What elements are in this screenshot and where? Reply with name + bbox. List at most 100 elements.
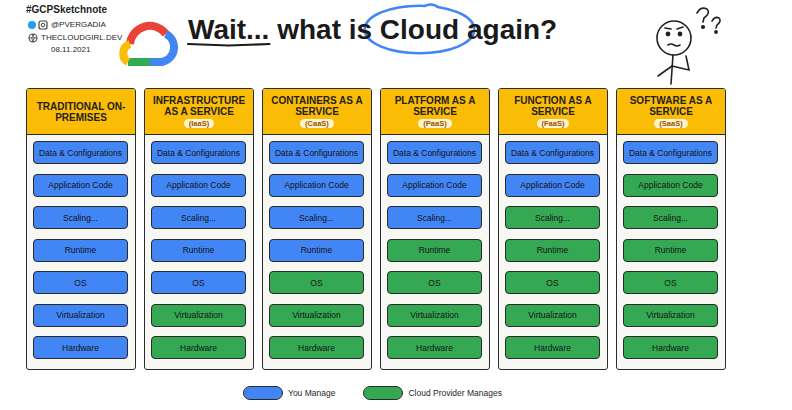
legend-text: Cloud Provider Manages (408, 388, 502, 398)
column-heading: TRADITIONAL ON-PREMISES (31, 101, 131, 123)
layer-label: OS (428, 278, 440, 288)
google-cloud-logo (123, 26, 174, 62)
globe-icon (29, 34, 37, 42)
legend: You Manage Cloud Provider Manages (243, 386, 530, 400)
layer-box: Virtualization (623, 304, 718, 327)
service-column: INFRASTRUCTURE AS A SERVICE (IaaS) Data & … (144, 88, 254, 370)
column-header: INFRASTRUCTURE AS A SERVICE (IaaS) (145, 89, 253, 135)
layer-label: Runtime (183, 245, 215, 255)
layer-box: Application Code (623, 174, 718, 197)
column-header: FUNCTION AS A SERVICE (FaaS) (499, 89, 607, 135)
layer-box: Data & Configurations (623, 141, 718, 164)
figure-eye (678, 32, 681, 35)
layer-label: Application Code (284, 180, 348, 190)
layer-box: Scaling... (387, 206, 482, 229)
layer-box: OS (623, 271, 718, 294)
layer-label: Hardware (416, 343, 453, 353)
layer-box: OS (151, 271, 246, 294)
logo-arc (130, 26, 166, 44)
layer-box: Hardware (269, 336, 364, 359)
layer-box: Application Code (33, 174, 128, 197)
figure-arm (672, 56, 689, 70)
layer-box: Scaling... (269, 206, 364, 229)
question-mark (697, 8, 708, 22)
legend-text: You Manage (288, 388, 335, 398)
layer-label: Scaling... (653, 213, 688, 223)
layer-label: Application Code (166, 180, 230, 190)
layer-box: Hardware (387, 336, 482, 359)
instagram-icon (39, 21, 47, 29)
twitter-icon (28, 21, 36, 29)
layer-box: Runtime (623, 239, 718, 262)
layer-label: Application Code (520, 180, 584, 190)
figure-arm (658, 66, 672, 76)
layer-box: Data & Configurations (151, 141, 246, 164)
layer-label: Hardware (298, 343, 335, 353)
layer-box: OS (387, 271, 482, 294)
layer-box: Data & Configurations (269, 141, 364, 164)
layer-label: Hardware (180, 343, 217, 353)
layer-box: Application Code (505, 174, 600, 197)
layer-label: Application Code (638, 180, 702, 190)
service-column: SOFTWARE AS A SERVICE(SaaS)Data & Config… (616, 88, 726, 370)
layer-label: OS (546, 278, 558, 288)
layer-label: Virtualization (56, 310, 105, 320)
instagram-icon (41, 23, 45, 27)
layer-box: Virtualization (269, 304, 364, 327)
layer-box: Application Code (151, 174, 246, 197)
legend-swatch (243, 386, 283, 400)
layer-box: Hardware (505, 336, 600, 359)
logo-arc (123, 44, 130, 62)
page-title: Wait... what is Cloud again? (188, 14, 557, 46)
layer-box: Data & Configurations (387, 141, 482, 164)
layer-label: Data & Configurations (511, 148, 594, 158)
layer-label: Virtualization (292, 310, 341, 320)
layer-box: Application Code (387, 174, 482, 197)
layer-label: Scaling... (299, 213, 334, 223)
layer-label: Data & Configurations (157, 148, 240, 158)
layer-box: Virtualization (387, 304, 482, 327)
question-mark (702, 26, 705, 29)
service-column: TRADITIONAL ON-PREMISESData & Configurat… (26, 88, 136, 370)
figure-head (657, 21, 691, 55)
layer-label: Runtime (301, 245, 333, 255)
layer-label: Data & Configurations (275, 148, 358, 158)
service-abbreviation: (IaaS) (184, 119, 214, 128)
header-label: THECLOUDGIRL.DEV (41, 33, 122, 42)
legend-item: You Manage (243, 386, 335, 400)
service-column: CONTAINERS AS A SERVICE(CaaS)Data & Conf… (262, 88, 372, 370)
layer-label: Virtualization (174, 310, 223, 320)
service-abbreviation: (SaaS) (654, 119, 687, 128)
service-abbreviation: (FaaS) (537, 119, 570, 128)
layer-label: Hardware (534, 343, 571, 353)
layer-label: OS (310, 278, 322, 288)
service-column: FUNCTION AS A SERVICE (FaaS) Data & Config… (498, 88, 608, 370)
layer-box: Virtualization (33, 304, 128, 327)
layer-label: Runtime (537, 245, 569, 255)
column-heading: CONTAINERS AS A SERVICE (267, 95, 367, 117)
service-column: PLATFORM AS A SERVICE(PaaS)Data & Config… (380, 88, 490, 370)
column-heading: INFRASTRUCTURE AS A SERVICE (149, 95, 249, 117)
layer-box: Scaling... (33, 206, 128, 229)
layer-label: Scaling... (535, 213, 570, 223)
layer-label: Runtime (65, 245, 97, 255)
layer-label: Scaling... (181, 213, 216, 223)
layer-box: OS (269, 271, 364, 294)
figure-body (671, 55, 673, 84)
layer-label: Data & Configurations (629, 148, 712, 158)
layer-label: Application Code (48, 180, 112, 190)
logo-arc (150, 34, 174, 62)
layer-box: Runtime (151, 239, 246, 262)
layer-box: Application Code (269, 174, 364, 197)
question-mark (715, 31, 717, 33)
legend-swatch (363, 386, 403, 400)
layer-label: Scaling... (417, 213, 452, 223)
figure-mouth (668, 44, 680, 46)
figure-eye (666, 32, 669, 35)
layer-label: Virtualization (410, 310, 459, 320)
layer-box: Runtime (505, 239, 600, 262)
figure-brow (665, 27, 683, 29)
layer-label: Runtime (419, 245, 451, 255)
column-heading: FUNCTION AS A SERVICE (503, 95, 603, 117)
